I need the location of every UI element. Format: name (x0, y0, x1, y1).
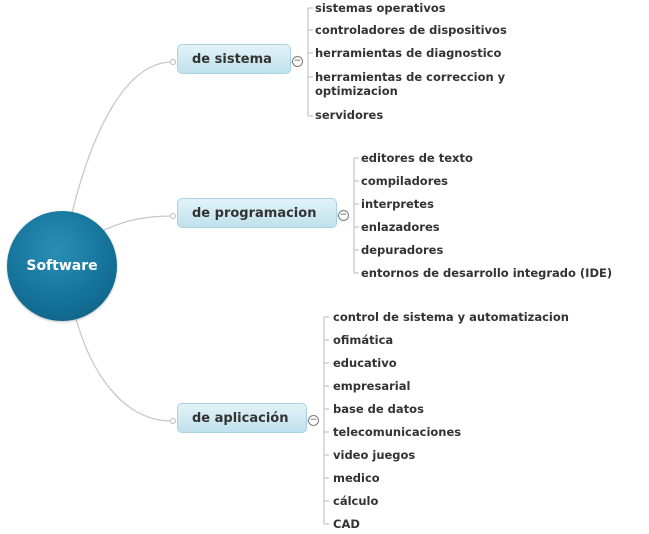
leaf-node[interactable]: cálculo (333, 494, 379, 508)
collapse-toggle-icon[interactable]: − (292, 56, 303, 67)
leaf-node-continuation[interactable]: optimizacion (315, 84, 398, 98)
branch-anchor-dot (170, 418, 176, 424)
leaf-node[interactable]: telecomunicaciones (333, 425, 462, 439)
connector-root-sistema (71, 61, 173, 214)
branch-anchor-dot (170, 59, 176, 65)
root-node-software[interactable]: Software (7, 211, 117, 321)
branch-anchor-dot (170, 213, 176, 219)
leaf-node[interactable]: ofimática (333, 333, 394, 347)
leaf-node[interactable]: base de datos (333, 402, 424, 416)
leaf-node[interactable]: educativo (333, 356, 397, 370)
leaf-node[interactable]: herramientas de diagnostico (315, 46, 502, 60)
leaf-node[interactable]: depuradores (361, 243, 444, 257)
leaf-node[interactable]: compiladores (361, 174, 449, 188)
branch-node-label: de sistema (192, 51, 272, 67)
leaf-node[interactable]: servidores (315, 108, 384, 122)
leaf-node[interactable]: enlazadores (361, 220, 440, 234)
collapse-toggle-icon[interactable]: − (308, 415, 319, 426)
branch-node-label: de aplicación (192, 410, 289, 426)
connector-root-aplicacion (75, 318, 173, 422)
connector-root-programacion (99, 215, 173, 233)
leaf-node[interactable]: sistemas operativos (315, 1, 446, 15)
leaf-node[interactable]: editores de texto (361, 151, 473, 165)
leaf-node[interactable]: empresarial (333, 379, 411, 393)
leaf-node[interactable]: entornos de desarrollo integrado (IDE) (361, 266, 613, 280)
branch-node-label: de programacion (192, 205, 317, 221)
leaf-node[interactable]: controladores de dispositivos (315, 23, 507, 37)
branch-node-de-programacion[interactable]: de programacion (177, 198, 337, 228)
leaf-node[interactable]: video juegos (333, 448, 416, 462)
branch-node-de-aplicacion[interactable]: de aplicación (177, 403, 307, 433)
collapse-toggle-icon[interactable]: − (338, 210, 349, 221)
branch-node-de-sistema[interactable]: de sistema (177, 44, 291, 74)
leaf-node[interactable]: interpretes (361, 197, 434, 211)
root-node-label: Software (26, 258, 98, 274)
leaf-node[interactable]: control de sistema y automatizacion (333, 310, 569, 324)
leaf-node[interactable]: herramientas de correccion y (315, 70, 506, 84)
leaf-node[interactable]: medico (333, 471, 380, 485)
leaf-node[interactable]: CAD (333, 517, 360, 531)
